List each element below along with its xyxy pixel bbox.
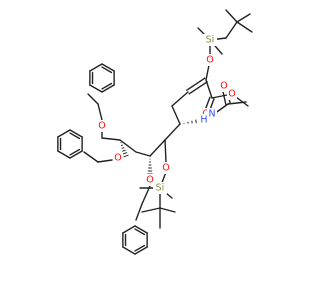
benzyl2-ring-inner-bond: [69, 132, 81, 140]
c-otbs2-bond: [164, 139, 167, 163]
atom-label-background: [97, 120, 107, 132]
benzyl3-ring-bond: [134, 225, 148, 234]
atom-label-si2: Si: [156, 183, 165, 194]
chain-bond: [135, 151, 151, 157]
chain-bond: [149, 139, 166, 157]
atom-label-background: [145, 174, 155, 186]
atom-label-background: [227, 88, 237, 100]
atom-label-n-amide: N: [208, 109, 215, 120]
benzyl1-ring-bond: [101, 84, 115, 93]
benzyl2-ring-bond: [69, 129, 83, 138]
tbs2-tbu-methyl-bond: [159, 207, 176, 213]
benzyl3-ring-bond: [122, 225, 136, 234]
benzyl1-ring-inner-bond: [101, 82, 113, 90]
obn3-ch2-bond: [141, 185, 151, 205]
obn2-ph-bond: [83, 151, 99, 163]
atom-label-background: [113, 152, 123, 164]
benzyl1-ring-bond: [89, 63, 103, 72]
tbs1-tbu-methyl-bond: [236, 21, 253, 33]
atom-label-background: [161, 162, 171, 174]
obn1-ph-bond: [87, 93, 99, 105]
alkene-double-bond: [188, 81, 208, 95]
obn3-ph-bond: [135, 203, 143, 221]
benzyl3-ring-inner-bond: [134, 228, 146, 236]
benzyl2-ring-bond: [69, 150, 83, 159]
atom-label-o-bn3: O: [146, 175, 153, 186]
benzyl3-ring-bond: [122, 246, 136, 255]
molecule-structure-diagram: SiOOOHNOOSiOOO: [57, 9, 253, 255]
chain-bond: [164, 123, 181, 141]
atom-label-o-bn2: O: [114, 153, 121, 164]
chain-bond: [171, 105, 181, 125]
atom-label-si1: Si: [206, 35, 215, 46]
obn1-ch2-bond: [97, 103, 103, 121]
chain-bond: [101, 137, 121, 141]
tbs1-tbu-bond: [225, 21, 238, 39]
tbs2-tbu-methyl-bond: [141, 207, 161, 213]
atom-label-background: [153, 182, 167, 194]
chain-bond: [171, 91, 189, 107]
ester-carbon-bond: [205, 79, 213, 99]
atom-label-background: [205, 54, 215, 66]
atom-label-h-amide: H: [200, 115, 207, 126]
alkene-double-bond: [186, 77, 206, 91]
atom-label-o-acetyl: O: [220, 81, 227, 92]
acetyl-methyl-bond: [227, 101, 247, 105]
obn2-hashed-bond: [122, 149, 126, 152]
benzyl1-ring-bond: [89, 84, 103, 93]
benzyl2-ring-bond: [57, 150, 71, 159]
nh-hashed-bond: [195, 119, 197, 124]
tbs1-tbu-methyl-bond: [236, 13, 251, 23]
benzyl2-ring-inner-bond: [69, 148, 81, 156]
bond-layer: [57, 9, 253, 255]
obn2-hashed-bond: [121, 144, 123, 147]
obn2-hashed-bond: [122, 152, 128, 155]
atom-label-o-otbs1: O: [206, 55, 213, 66]
obn2-hashed-bond: [123, 154, 129, 158]
benzyl3-ring-inner-bond: [134, 244, 146, 252]
obn2-ch2-bond: [97, 159, 113, 163]
tbs1-tbu-methyl-bond: [225, 9, 238, 23]
atom-label-background: [207, 108, 217, 120]
atom-label-background: [219, 80, 229, 92]
atom-label-o-otbs2: O: [162, 163, 169, 174]
atom-label-o-ester-methoxy: O: [228, 89, 235, 100]
benzyl2-ring-bond: [57, 129, 71, 138]
atom-label-background: [203, 34, 217, 46]
atom-label-layer: SiOOOHNOOSiOOO: [97, 34, 237, 194]
atom-label-o-bn1: O: [98, 121, 105, 132]
atom-label-background: [199, 114, 209, 126]
benzyl3-ring-bond: [134, 246, 148, 255]
benzyl1-ring-inner-bond: [101, 66, 113, 74]
benzyl1-ring-bond: [101, 63, 115, 72]
obn2-hashed-bond: [121, 147, 125, 149]
chain-bond: [119, 139, 137, 153]
